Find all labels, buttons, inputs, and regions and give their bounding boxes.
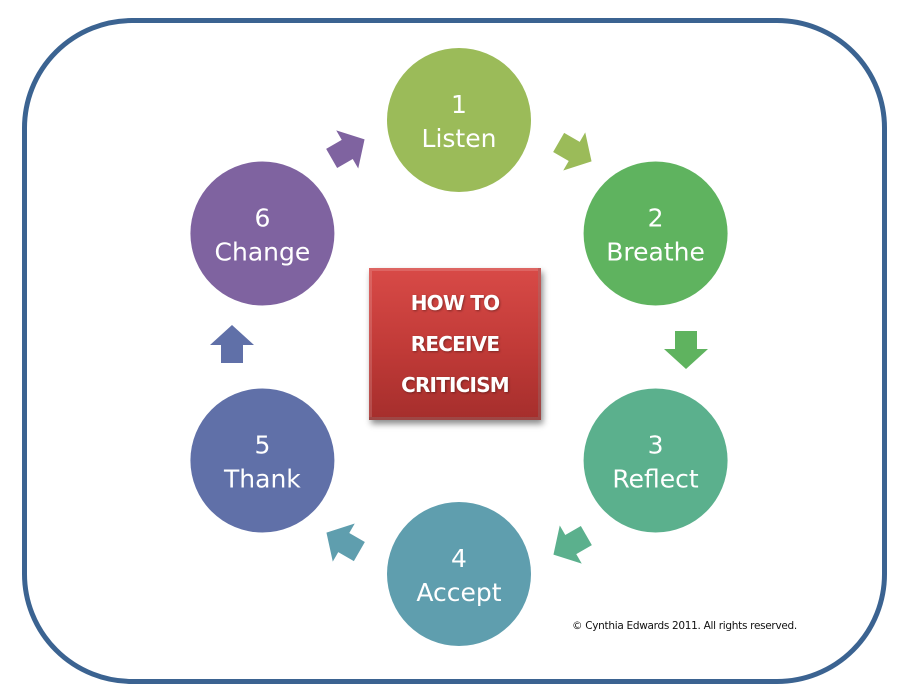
step-number: 4 (451, 544, 467, 573)
step-circle (190, 161, 335, 306)
title-box: HOW TO RECEIVE CRITICISM (369, 268, 541, 420)
arrow-1-to-2 (553, 132, 592, 171)
step-circle (583, 388, 728, 533)
step-number: 2 (648, 204, 664, 233)
title-line-1: HOW TO (410, 290, 500, 315)
step-circle (190, 388, 335, 533)
arrow-6-to-1 (326, 130, 365, 169)
step-label: Accept (416, 578, 501, 607)
step-number: 6 (254, 204, 270, 233)
arrow-4-to-5 (326, 523, 365, 562)
step-label: Listen (422, 124, 497, 153)
arrow-3-to-4 (553, 525, 592, 564)
step-number: 5 (254, 431, 270, 460)
step-circle (387, 502, 531, 646)
arrow-5-to-6 (210, 325, 254, 363)
title-line-3: CRITICISM (401, 372, 510, 397)
rounded-frame (22, 18, 887, 684)
step-circle (583, 161, 728, 306)
copyright-notice: © Cynthia Edwards 2011. All rights reser… (572, 620, 797, 632)
step-label: Thank (223, 465, 301, 494)
arrow-2-to-3 (664, 331, 708, 369)
title-line-2: RECEIVE (410, 331, 500, 356)
step-label: Breathe (606, 238, 705, 267)
step-number: 3 (648, 431, 664, 460)
step-number: 1 (451, 90, 467, 119)
step-circle (387, 48, 531, 192)
step-label: Change (215, 238, 311, 267)
step-label: Reflect (612, 465, 699, 494)
